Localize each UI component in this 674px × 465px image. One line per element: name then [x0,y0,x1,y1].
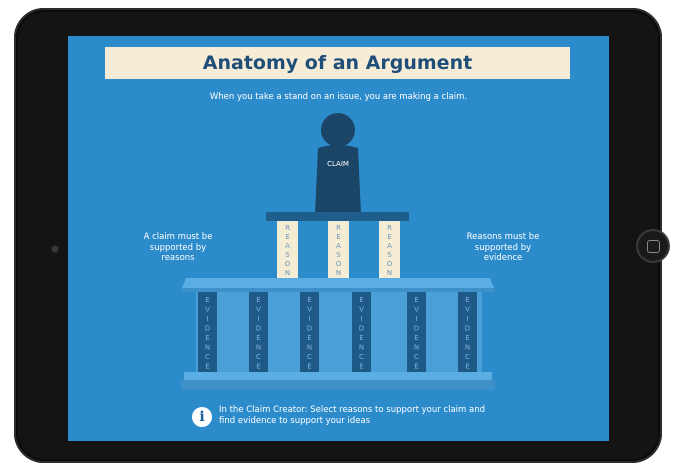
reason-platform [266,212,409,221]
app-screen: Anatomy of an Argument When you take a s… [68,36,609,441]
evidence-column-shape [352,292,371,372]
evidence-column-shape [300,292,319,372]
page-title: Anatomy of an Argument [202,52,473,74]
evidence-platform-top [182,278,494,288]
base-platform-top [184,372,492,380]
evidence-column-shape [249,292,268,372]
claim-body [315,145,361,214]
reason-block-shape [277,221,298,278]
home-button[interactable] [638,231,668,261]
base-platform-bottom [181,380,495,390]
evidence-platform-top-edge [182,288,494,292]
reason-block-shape [379,221,400,278]
evidence-column-shape [198,292,217,372]
camera-icon [52,246,58,252]
evidence-column-shape [458,292,477,372]
title-banner: Anatomy of an Argument [105,47,570,79]
claim-label: CLAIM [327,160,349,168]
right-note: Reasons must be supported by evidence [466,232,540,263]
reason-block-shape [328,221,349,278]
tip-text: In the Claim Creator: Select reasons to … [219,405,486,426]
evidence-column-shape [407,292,426,372]
tip: i In the Claim Creator: Select reasons t… [192,404,492,430]
claim-head [321,113,355,147]
subtitle: When you take a stand on an issue, you a… [209,92,468,102]
claim-figure[interactable]: CLAIM [315,113,361,214]
left-note: A claim must be supported by reasons [143,232,213,263]
evidence-back-wall [196,292,482,372]
info-icon[interactable]: i [192,407,212,427]
